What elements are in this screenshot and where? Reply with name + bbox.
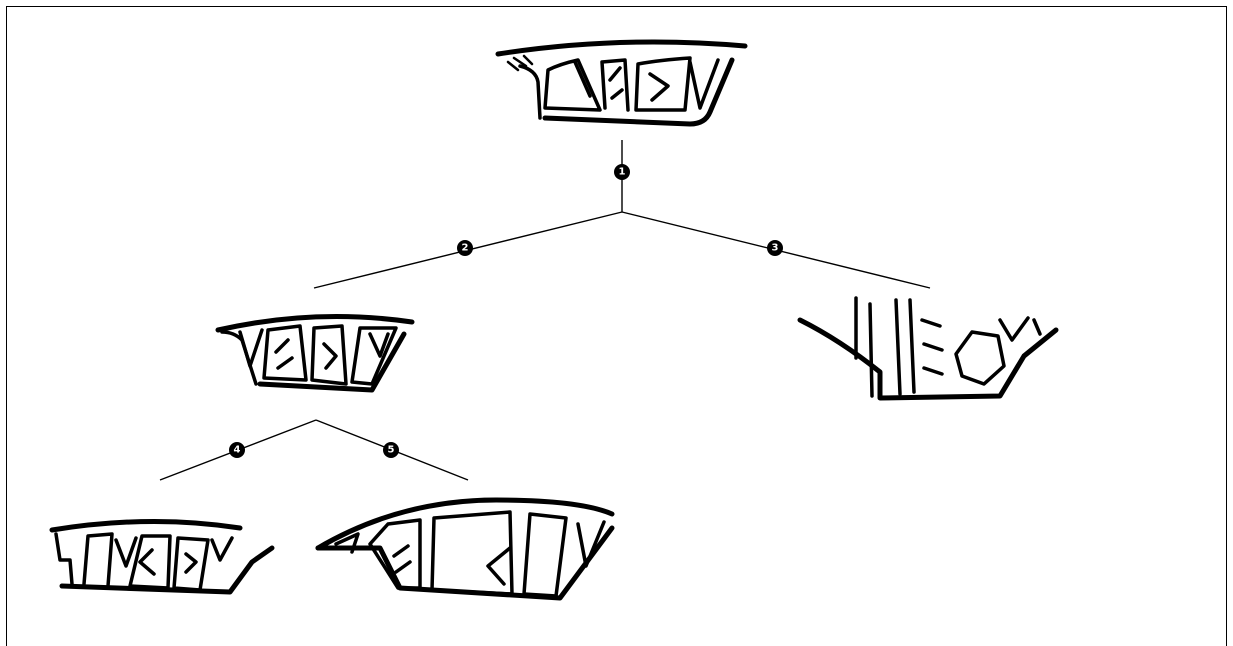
leaf-a-motif bbox=[52, 521, 272, 592]
svg-text:1: 1 bbox=[619, 167, 626, 178]
badge-2: 2 bbox=[457, 240, 473, 256]
svg-text:2: 2 bbox=[462, 243, 469, 254]
leaf-b-motif bbox=[318, 500, 612, 598]
badge-1: 1 bbox=[614, 164, 630, 180]
branch-lines bbox=[160, 140, 930, 480]
root-motif bbox=[498, 42, 745, 124]
badge-3: 3 bbox=[767, 240, 783, 256]
left-child-motif bbox=[218, 317, 412, 390]
svg-text:5: 5 bbox=[388, 445, 395, 456]
badge-5: 5 bbox=[383, 442, 399, 458]
svg-text:3: 3 bbox=[772, 243, 779, 254]
right-child-motif bbox=[800, 298, 1056, 398]
badge-4: 4 bbox=[229, 442, 245, 458]
svg-text:4: 4 bbox=[234, 445, 241, 456]
